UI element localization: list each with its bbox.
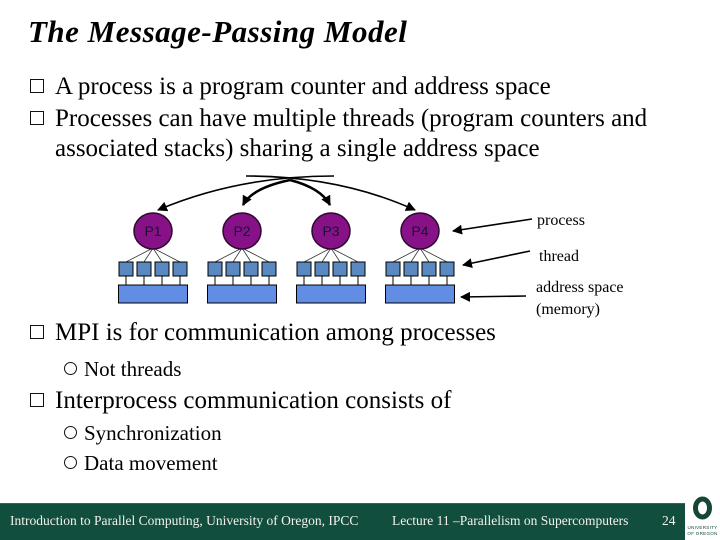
process-annotation-arrow [452,218,533,235]
arrow-to-p3 [289,178,332,206]
bullet-text: Interprocess communication consists of [55,387,452,414]
square-bullet-icon [30,393,44,407]
process-circle [311,212,351,250]
sub-bullet-text: Data movement [84,451,218,475]
bullet-process-definition: A process is a program counter and addre… [28,72,551,102]
bullet-text: Processes can have multiple threads (pro… [55,105,648,162]
footer-lecture-label: Lecture 11 –Parallelism on Supercomputer… [392,513,629,528]
process-label: P2 [233,223,250,239]
message-passing-diagram: P1 P2 [118,175,624,318]
thread-square [261,261,277,277]
circle-bullet-icon [64,456,77,469]
thread-annotation-label: thread [539,248,579,265]
memory-annotation-label: (memory) [536,301,600,318]
thread-square [118,261,134,277]
logo-line1: UNIVERSITY [687,525,717,530]
process-group-3: P3 [296,212,366,304]
oregon-o-icon: UNIVERSITY OF OREGON [687,496,717,536]
process-group-4: P4 [385,212,455,304]
square-bullet-icon [30,325,44,339]
process-annotation-label: process [537,212,585,229]
thread-square [350,261,366,277]
thread-square [207,261,223,277]
arrow-to-p2 [241,178,291,206]
footer-bar: Introduction to Parallel Computing, Univ… [0,503,720,540]
square-bullet-icon [30,111,44,125]
thread-square [421,261,437,277]
arrow-to-p4 [245,175,416,211]
logo-line2: OF OREGON [687,531,717,536]
thread-square [314,261,330,277]
thread-square [385,261,401,277]
address-space-rect [207,284,277,304]
arrow-to-p1 [157,175,335,212]
sub-bullet-text: Not threads [84,357,182,381]
process-circle [222,212,262,250]
thread-square [403,261,419,277]
thread-annotation-arrow [462,250,531,269]
sub-bullet-text: Synchronization [84,421,222,445]
process-label: P4 [411,223,428,239]
bullet-text: MPI is for communication among processes [55,319,496,346]
process-label: P3 [322,223,339,239]
thread-square [225,261,241,277]
thread-square [296,261,312,277]
address-space-annotation-label: address space [536,279,624,296]
sub-bullet-data-movement: Data movement [64,450,218,476]
thread-square [243,261,259,277]
thread-square [136,261,152,277]
page-title: The Message-Passing Model [28,14,408,49]
process-group-2: P2 [207,212,277,304]
thread-square [439,261,455,277]
bullet-mpi-communication: MPI is for communication among processes [28,318,496,348]
process-circle [400,212,440,250]
thread-square [154,261,170,277]
bullet-multiple-threads: Processes can have multiple threads (pro… [28,104,720,164]
thread-square [332,261,348,277]
address-space-rect [296,284,366,304]
address-space-rect [118,284,188,304]
circle-bullet-icon [64,362,77,375]
sub-bullet-synchronization: Synchronization [64,420,222,446]
page-number: 24 [662,513,676,528]
bullet-interprocess-communication: Interprocess communication consists of [28,386,451,416]
circle-bullet-icon [64,426,77,439]
address-space-annotation-arrow [460,291,527,302]
footer-course-label: Introduction to Parallel Computing, Univ… [10,513,359,528]
process-group-1: P1 [118,212,188,304]
bullet-text: A process is a program counter and addre… [55,73,551,100]
process-circle [133,212,173,250]
thread-square [172,261,188,277]
process-label: P1 [144,223,161,239]
university-logo: UNIVERSITY OF OREGON [685,495,720,540]
address-space-rect [385,284,455,304]
square-bullet-icon [30,79,44,93]
sub-bullet-not-threads: Not threads [64,356,181,382]
